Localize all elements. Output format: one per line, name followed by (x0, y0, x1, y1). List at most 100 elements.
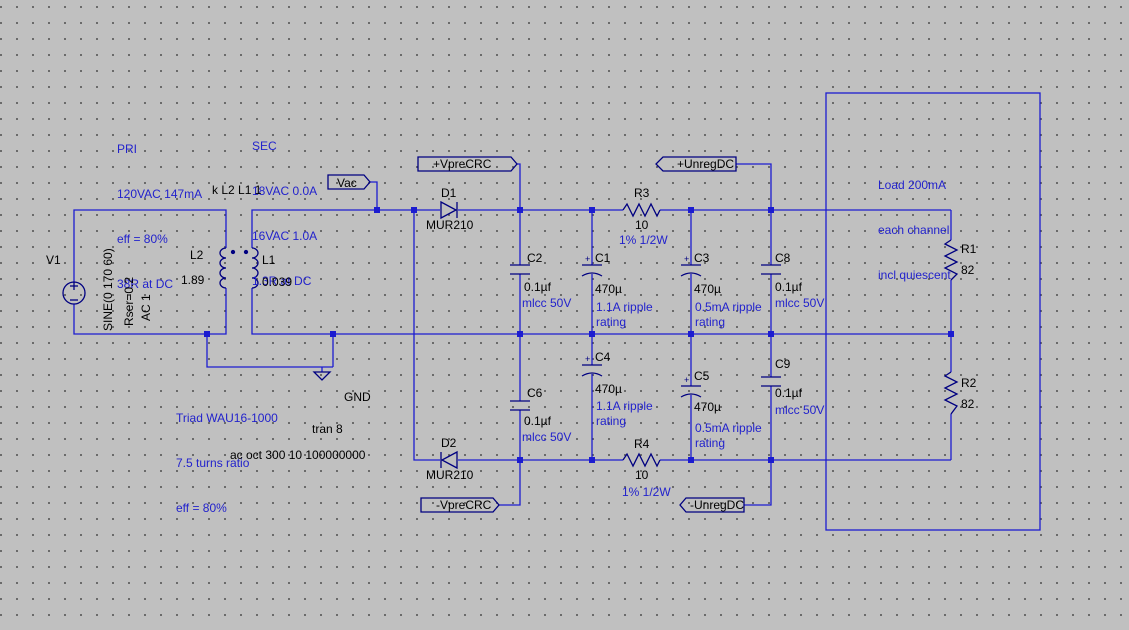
net-label-vac[interactable]: Vac (337, 176, 357, 190)
wire[interactable] (499, 460, 521, 506)
wire[interactable] (251, 288, 951, 335)
c4-label: C4 (595, 350, 611, 364)
capacitor-c9[interactable] (761, 376, 781, 387)
junction-dot (768, 207, 774, 213)
v1-value-line: Rser=0.2 (122, 276, 136, 326)
d2-label: D2 (441, 436, 457, 450)
ground-icon[interactable] (312, 371, 332, 381)
svg-text:+: + (585, 254, 590, 264)
capacitor-c3[interactable]: + (680, 254, 702, 277)
wire[interactable] (517, 163, 521, 210)
wire[interactable] (744, 460, 772, 506)
triad-line: 7.5 turns ratio (176, 456, 250, 470)
c8-value: 0.1µf (775, 280, 802, 294)
wire[interactable] (736, 163, 772, 210)
junction-dot (204, 331, 210, 337)
junction-dot (688, 207, 694, 213)
diode-d1[interactable] (440, 200, 458, 220)
c3-label: C3 (694, 251, 710, 265)
v1-value-line: SINE(0 170 60) (101, 248, 115, 331)
sec-comment: SEC 18VAC 0.0A 16VAC 1.0A 1.3R at DC (252, 109, 317, 304)
inductor-l2[interactable] (219, 247, 227, 289)
junction-dot (374, 207, 380, 213)
ac-directive[interactable]: ac oct 300 10 100000000 (230, 448, 366, 462)
diode-d2[interactable] (440, 450, 458, 470)
c6-label: C6 (527, 386, 543, 400)
wire[interactable] (413, 210, 440, 461)
d1-value: MUR210 (426, 218, 474, 232)
wire[interactable] (370, 181, 378, 210)
r3-value: 10 (635, 218, 649, 232)
load-box[interactable] (825, 92, 1041, 531)
junctions (204, 207, 954, 463)
wire[interactable] (73, 209, 227, 282)
r4-value: 10 (635, 468, 649, 482)
v1-value-line: AC 1 (139, 294, 153, 321)
resistor-r4[interactable] (622, 452, 661, 468)
inductor-l1[interactable] (251, 247, 259, 289)
junction-dot (330, 331, 336, 337)
c5-note-line: 0.5mA ripple (695, 421, 762, 435)
sec-line: SEC (252, 139, 277, 153)
wires[interactable] (73, 163, 952, 506)
r1-value: 82 (961, 263, 975, 277)
d1-label: D1 (441, 186, 457, 200)
net-label-vac-flag[interactable] (327, 174, 371, 190)
capacitor-c4[interactable]: + (581, 354, 603, 377)
net-label-vprecrc-pos[interactable]: +VpreCRC (433, 157, 492, 171)
load-comment: Load 200mA each channel incl quiescent (878, 148, 951, 298)
c1-note-line: 1.1A ripple (596, 300, 653, 314)
load-line: each channel (878, 223, 950, 237)
c5-value: 470µ (694, 400, 721, 414)
junction-dot (768, 457, 774, 463)
resistor-r2[interactable] (943, 371, 959, 415)
net-label-unregdc-pos-flag[interactable] (655, 156, 737, 172)
net-label-vprecrc-neg-flag[interactable] (420, 497, 500, 513)
load-line: incl quiescent (878, 268, 951, 282)
r3-note: 1% 1/2W (619, 233, 668, 247)
c8-label: C8 (775, 251, 791, 265)
v1-label: V1 (46, 253, 61, 267)
c9-label: C9 (775, 357, 791, 371)
r3-label: R3 (634, 186, 650, 200)
capacitor-c8[interactable] (761, 264, 781, 275)
sec-line: 18VAC 0.0A (252, 184, 318, 198)
pri-line: PRI (117, 142, 138, 156)
junction-dot (948, 331, 954, 337)
net-label-unregdc-neg-flag[interactable] (679, 497, 745, 513)
wire[interactable] (73, 288, 227, 335)
c4-value: 470µ (595, 382, 622, 396)
net-label-unregdc-pos[interactable]: +UnregDC (677, 157, 735, 171)
coupling-directive[interactable]: k L2 L1 1 (212, 183, 262, 197)
svg-text:+: + (585, 354, 590, 364)
c9-note: mlcc 50V (775, 403, 825, 417)
junction-dot (768, 331, 774, 337)
c5-label: C5 (694, 369, 710, 383)
capacitor-c1[interactable]: + (581, 254, 603, 277)
wire[interactable] (206, 334, 333, 368)
net-label-unregdc-neg[interactable]: -UnregDC (690, 498, 745, 512)
resistor-r3[interactable] (622, 202, 661, 218)
d2-value: MUR210 (426, 468, 474, 482)
voltage-source-v1[interactable] (62, 281, 86, 305)
capacitor-c6[interactable] (510, 400, 530, 411)
l1-value: 0.039 (262, 275, 293, 289)
c9-value: 0.1µf (775, 386, 802, 400)
gnd-label: GND (344, 390, 371, 404)
c5-note-line: rating (695, 436, 726, 450)
resistor-r1[interactable] (943, 239, 959, 281)
pri-comment: PRI 120VAC 147mA eff = 80% 38R at DC (117, 112, 202, 307)
l2-value: 1.89 (181, 273, 205, 287)
capacitor-c5[interactable]: + (680, 375, 702, 398)
net-label-vprecrc-pos-flag[interactable] (417, 156, 518, 172)
capacitor-c2[interactable] (510, 264, 530, 275)
junction-dot (589, 457, 595, 463)
tran-directive[interactable]: tran 8 (312, 422, 343, 436)
triad-comment: Triad WAU16-1000 7.5 turns ratio eff = 8… (176, 381, 278, 531)
dot-icon (243, 249, 249, 255)
net-label-vprecrc-neg[interactable]: -VpreCRC (436, 498, 492, 512)
l1-label: L1 (262, 253, 276, 267)
